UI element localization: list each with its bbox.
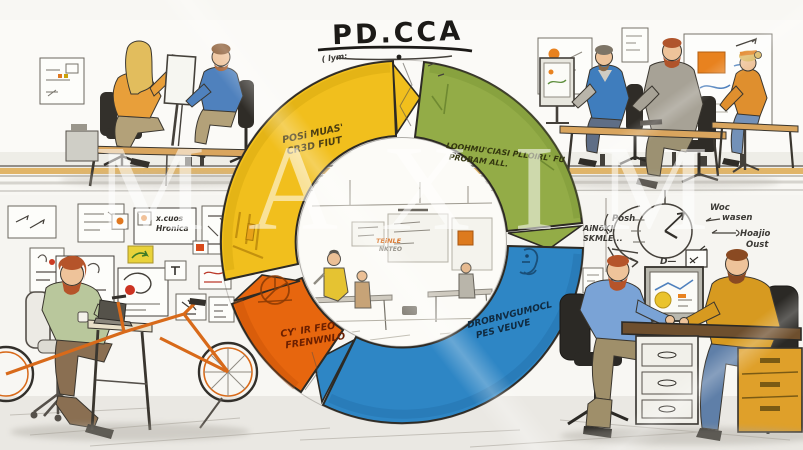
- clock-label-left1: AiNöKJ: [582, 224, 613, 233]
- title-scribble: ( lym:: [321, 51, 348, 64]
- clock-label-right2: wasen: [722, 213, 752, 223]
- top-left-scene: [39, 40, 280, 188]
- coffee-mug: [77, 311, 89, 323]
- clock-label-posh: Posh: [612, 214, 635, 224]
- clock-label-d: D—: [660, 257, 676, 267]
- person-man-blue: [185, 43, 265, 164]
- center-note-line2: NKTEO: [379, 246, 402, 253]
- desk: [559, 125, 727, 140]
- desk-small: [711, 121, 799, 133]
- hammer-doodle: [607, 246, 639, 258]
- bottom-left-scene: [0, 255, 259, 441]
- filing-cabinet-white: [635, 335, 699, 425]
- chart-yellow-blob: [654, 291, 672, 309]
- blonde-hair: [125, 40, 154, 95]
- ring-center-scene: TEiNLE NKTEO: [299, 139, 505, 345]
- person-woman-headband: [719, 50, 768, 173]
- whiteboard: [39, 57, 85, 105]
- wall-note-line1: x.cuos: [155, 214, 184, 223]
- center-figure-yellow-vest: [313, 249, 349, 302]
- clock-label-far2: Oust: [746, 240, 769, 250]
- person-woman-orange: [112, 40, 188, 168]
- sticky-note-text: x.cuos Hronica: [133, 207, 197, 245]
- red-beard: [62, 280, 82, 295]
- orange-poster: [457, 230, 474, 246]
- printer: [65, 130, 99, 162]
- bicycle: [0, 294, 259, 429]
- chart-orange-block: [697, 51, 726, 74]
- bike-seat: [189, 298, 206, 306]
- clock-sketch: Posh AiNöKJ SKMLE... Woc wasen Hoajio Ou…: [582, 190, 771, 272]
- center-figure-tan: [354, 270, 372, 309]
- top-right-scene: [537, 27, 799, 190]
- chart-line: [654, 279, 694, 291]
- desk: [65, 124, 259, 188]
- face-doodle: [519, 248, 539, 276]
- clock-label-left2: SKMLE...: [583, 234, 623, 243]
- bottom-right-scene: [559, 246, 803, 445]
- wall-note-line2: Hronica: [156, 224, 189, 233]
- monitor: [539, 57, 575, 124]
- center-note-line1: TEiNLE: [376, 237, 402, 245]
- sticky-note-yellow: [127, 245, 154, 264]
- clock-label-right1: Woc: [710, 203, 730, 213]
- filing-cabinet-yellow: [737, 347, 803, 433]
- clock-label-far1: Hoajio: [740, 229, 771, 239]
- arrow-do-to-check: [507, 224, 584, 250]
- ring-segment-plan: [219, 59, 421, 282]
- monitor: [163, 54, 197, 147]
- center-figure-gray: [458, 262, 476, 299]
- arrow-check-to-act: [313, 338, 356, 405]
- pdca-ring: POSi MUAS' CR3D FIUT LOOHMU'CIASI PLLOIR…: [219, 59, 585, 425]
- arrow-plan-to-do: [392, 61, 421, 136]
- ring-segment-do: [413, 60, 584, 250]
- title-group: PD.CCA ( lym:: [317, 16, 473, 77]
- ring-segment-check: [313, 244, 585, 425]
- page-title: PD.CCA: [332, 16, 464, 52]
- wall-frame: [621, 27, 649, 63]
